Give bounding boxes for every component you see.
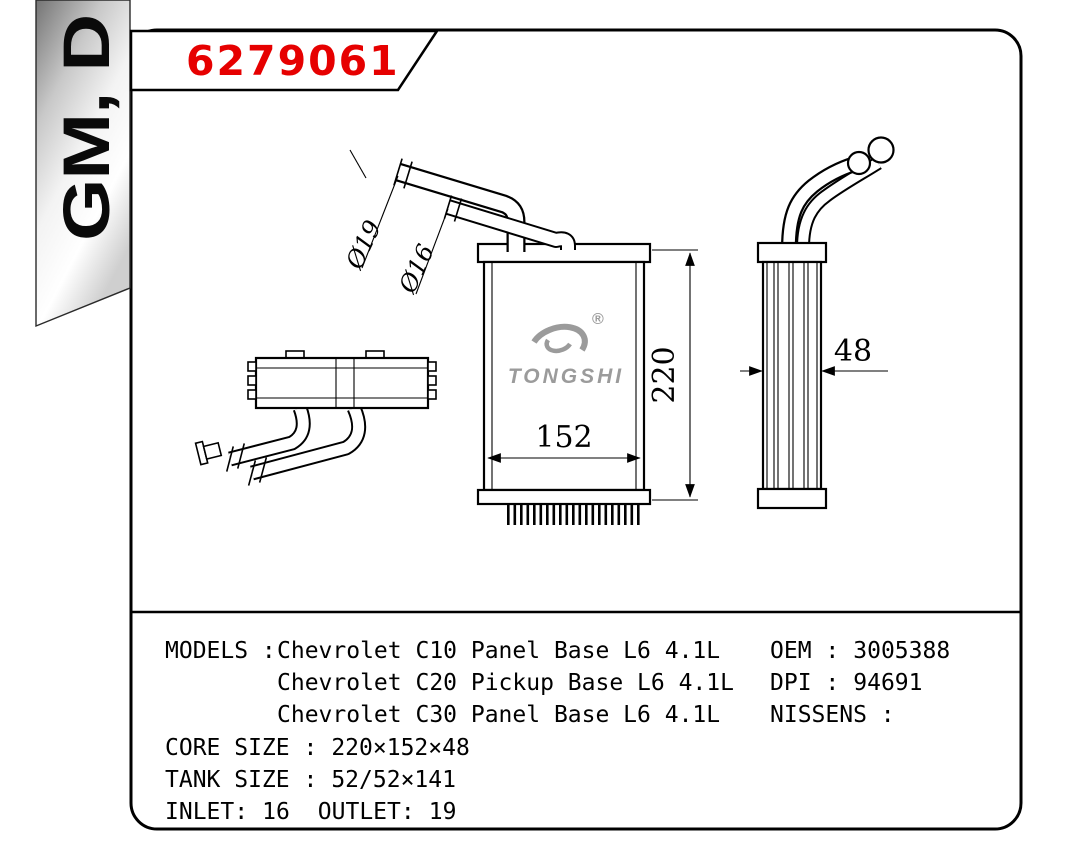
tank-size-row: TANK SIZE : 52/52×141 xyxy=(165,767,456,793)
part-number-outline xyxy=(129,29,440,92)
part-number-box: 6279061 xyxy=(129,29,440,92)
dim-220: 220 xyxy=(647,249,698,501)
core-size-value: 220×152×48 xyxy=(331,735,470,761)
oem-value: 3005388 xyxy=(853,638,951,664)
side-top-cap xyxy=(756,241,828,264)
model-line-1: Chevrolet C10 Panel Base L6 4.1L xyxy=(277,638,721,664)
front-fins xyxy=(506,504,642,525)
dim-220-label: 220 xyxy=(647,346,682,403)
side-banner: GM, D xyxy=(35,0,131,328)
pipe-end-circle-rear xyxy=(867,136,895,164)
nissens-row: NISSENS : xyxy=(770,702,909,728)
tank-body xyxy=(247,350,437,410)
dim-48: 48 xyxy=(740,334,888,376)
logo-text: TONGSHI xyxy=(508,365,624,388)
side-view: 48 xyxy=(740,136,895,510)
side-body xyxy=(761,260,823,491)
oem-row: OEM : 3005388 xyxy=(770,638,950,664)
core-size-row: CORE SIZE : 220×152×48 xyxy=(165,735,470,761)
dim-152-label: 152 xyxy=(535,420,592,455)
brand-logo: ® TONGSHI xyxy=(508,311,624,388)
inlet-label: INLET: xyxy=(165,799,249,825)
outlet-value: 19 xyxy=(428,799,457,825)
dpi-row: DPI : 94691 xyxy=(770,670,923,696)
dia-16-label: Ø16 xyxy=(393,240,440,298)
part-number: 6279061 xyxy=(186,37,400,85)
front-bottom-tank xyxy=(476,488,652,506)
tank-view xyxy=(194,350,437,486)
registered-mark: ® xyxy=(592,311,604,328)
oem-label: OEM : xyxy=(770,638,840,664)
logo-swirl-icon xyxy=(531,323,588,352)
outlet-label: OUTLET: xyxy=(317,799,415,825)
pipe-flange-stub xyxy=(194,440,223,466)
outer-border xyxy=(129,28,1023,831)
dia-19-leader xyxy=(361,175,399,269)
dim-48-label: 48 xyxy=(834,334,872,369)
model-line-2: Chevrolet C20 Pickup Base L6 4.1L xyxy=(277,670,734,696)
side-bottom-cap xyxy=(756,487,828,510)
tank-pipes xyxy=(225,404,367,486)
nissens-label: NISSENS : xyxy=(770,702,895,728)
logo-swirl-inner-icon xyxy=(544,338,572,354)
pipe-end-circle-front xyxy=(846,150,872,176)
side-tubes xyxy=(766,262,818,489)
models-label: MODELS : xyxy=(165,638,276,664)
model-line-3: Chevrolet C30 Panel Base L6 4.1L xyxy=(277,702,721,728)
dpi-value: 94691 xyxy=(853,670,923,696)
front-body xyxy=(482,260,646,492)
dim-152: 152 xyxy=(487,420,641,463)
pipe-extension-line xyxy=(349,149,367,179)
inlet-outlet-row: INLET: 16 OUTLET: 19 xyxy=(165,799,456,825)
side-banner-ribbon xyxy=(35,0,131,328)
side-pipes xyxy=(781,136,895,249)
dia-16-leader xyxy=(415,208,449,295)
tank-size-value: 52/52×141 xyxy=(331,767,456,793)
dia-19-label: Ø19 xyxy=(340,216,387,274)
tank-size-label: TANK SIZE : xyxy=(165,767,318,793)
dpi-label: DPI : xyxy=(770,670,840,696)
side-banner-text: GM, D xyxy=(49,15,123,241)
inlet-value: 16 xyxy=(262,799,290,825)
front-view: Ø19 Ø16 ® TONGSHI 152 220 xyxy=(340,149,698,525)
core-size-label: CORE SIZE : xyxy=(165,735,318,761)
